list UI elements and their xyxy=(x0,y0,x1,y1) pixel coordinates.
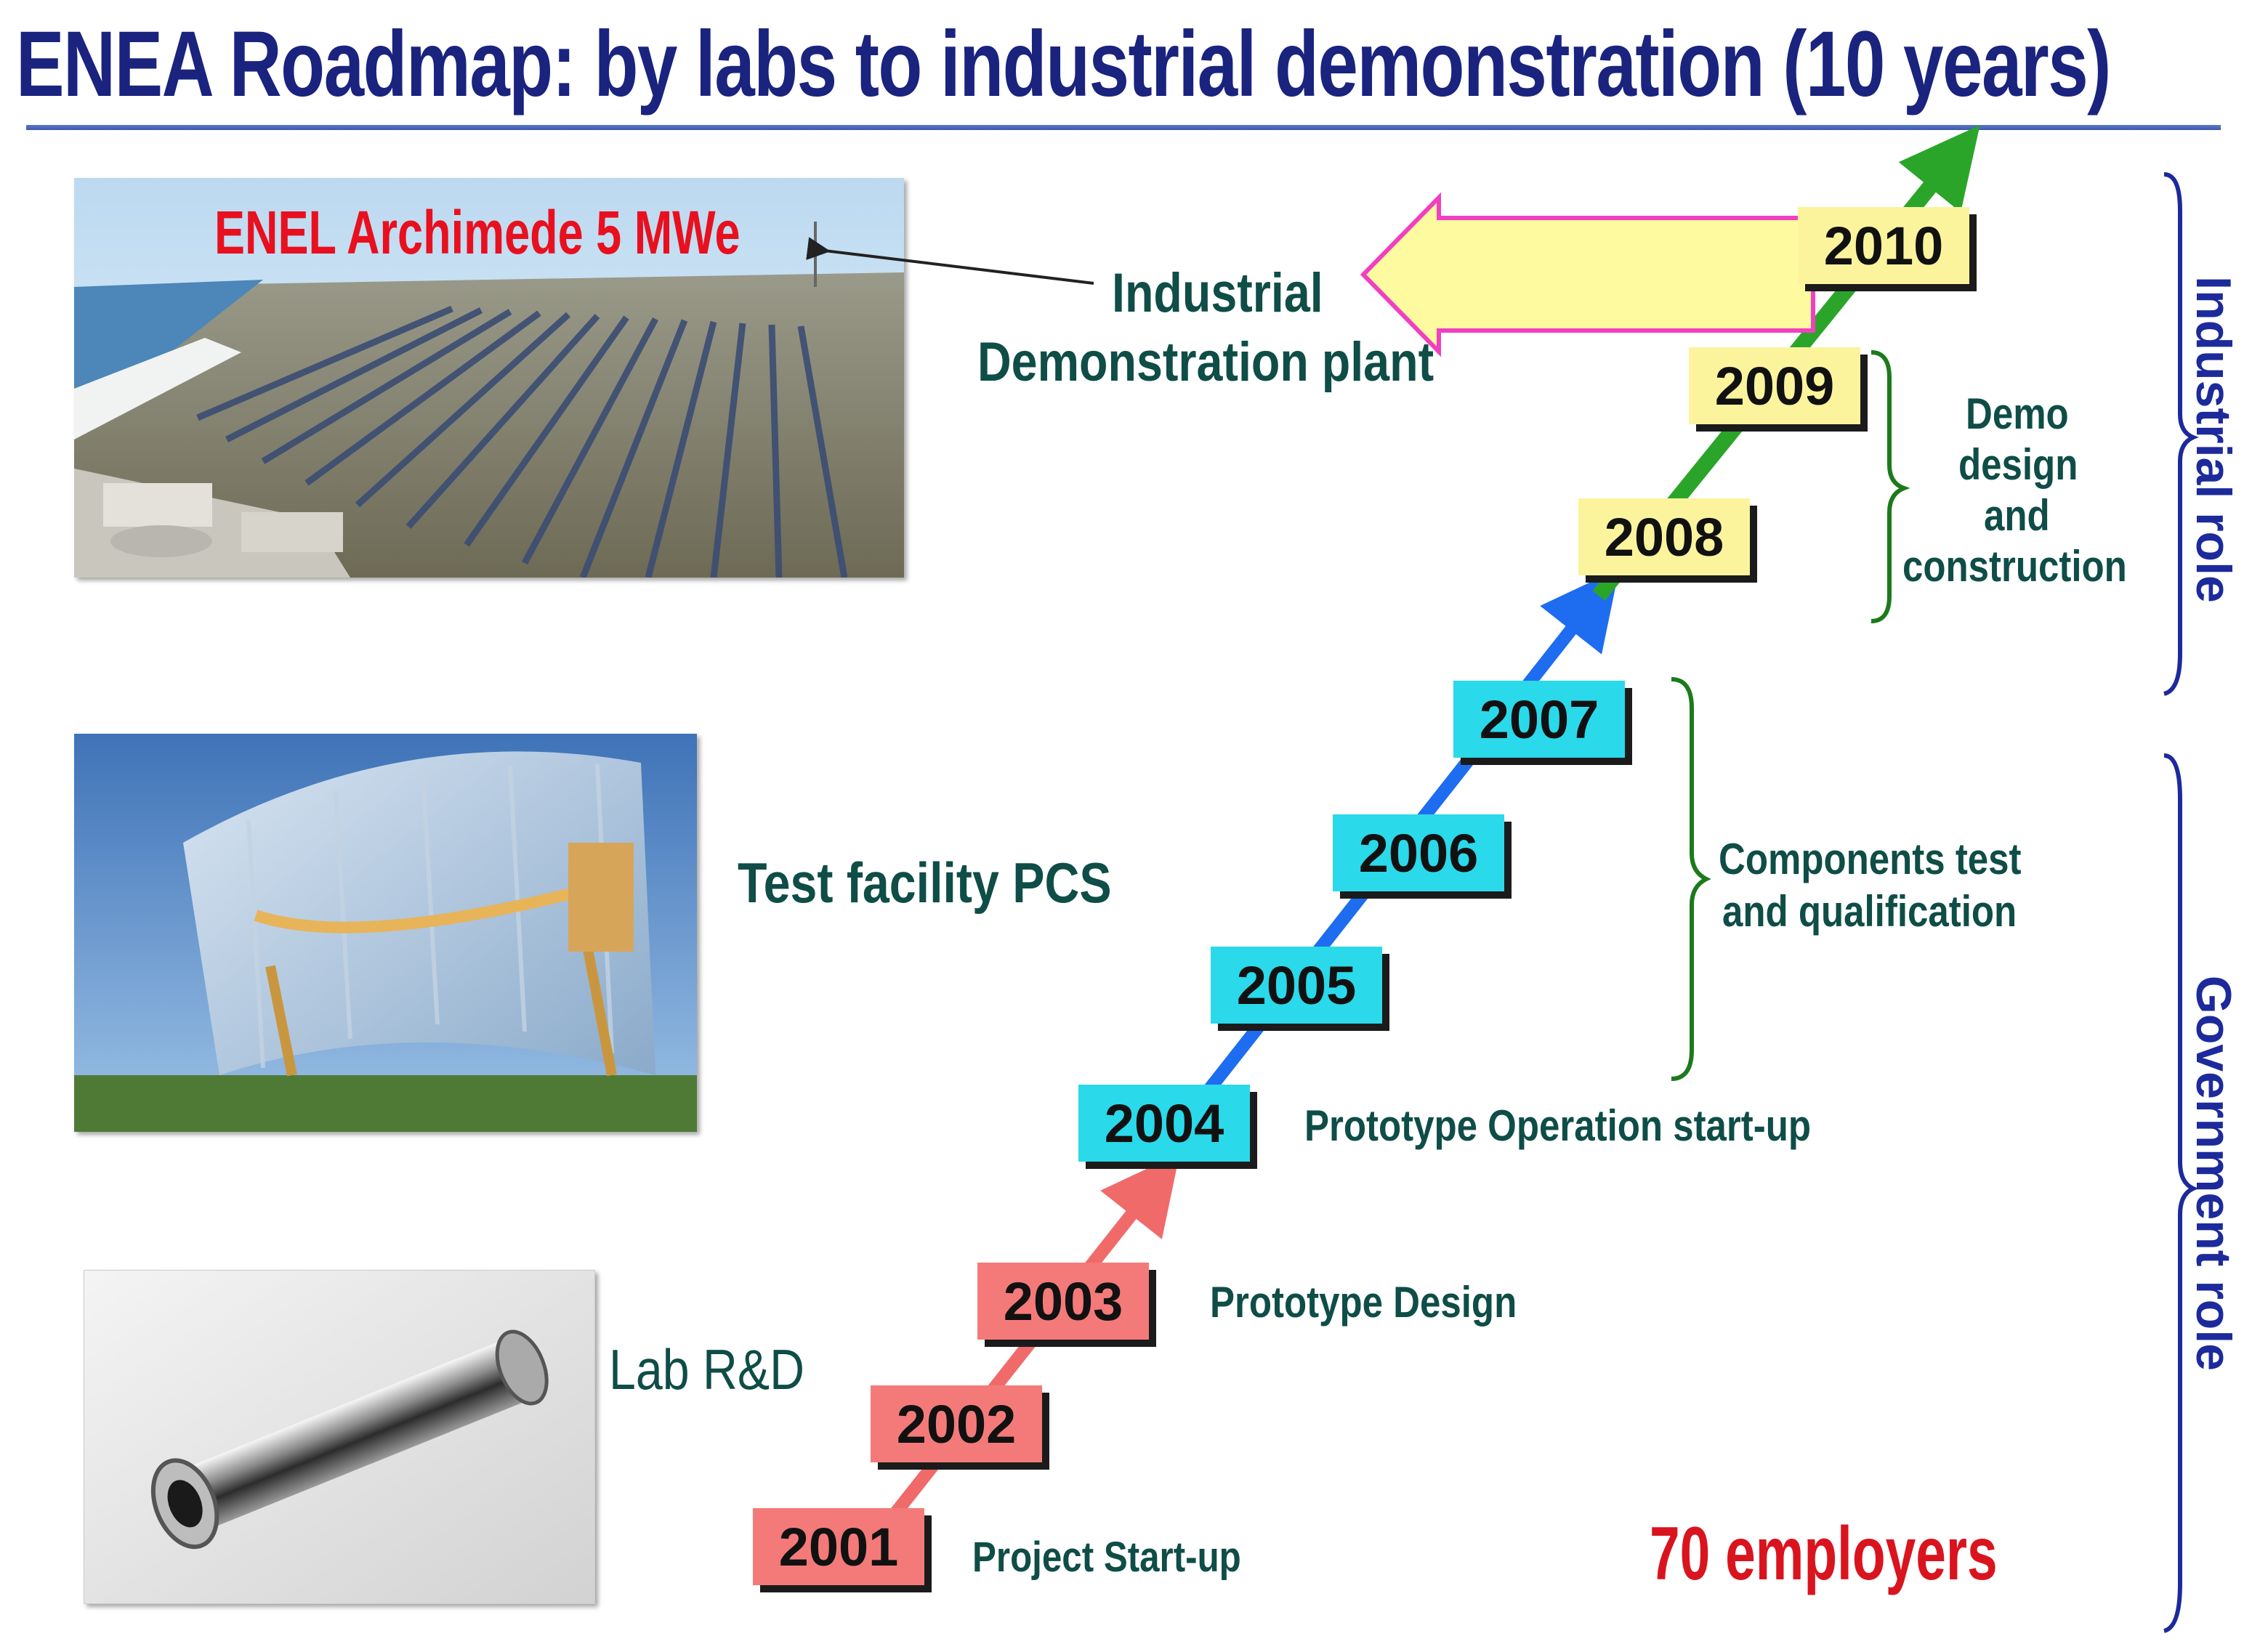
year-box-2004: 2004 xyxy=(1078,1085,1250,1162)
title-underline xyxy=(26,125,2221,130)
industrial-demo-label-line2: Demonstration plant xyxy=(977,331,1434,393)
year-box-2002: 2002 xyxy=(871,1385,1042,1462)
arrow-lab-phase xyxy=(863,1153,1180,1552)
year-box-2001: 2001 xyxy=(753,1508,924,1585)
plant-photo-caption: ENEL Archimede 5 MWe xyxy=(214,198,740,267)
government-role-label: Government role xyxy=(2186,975,2241,1372)
demo-label-line3: and xyxy=(1984,491,2050,540)
demo-brace xyxy=(1871,350,1910,623)
year-box-2010: 2010 xyxy=(1798,207,1969,284)
prototype-design-label: Prototype Design xyxy=(1210,1278,1517,1327)
receiver-tube-photo xyxy=(84,1270,595,1604)
employees-count: 70 employers xyxy=(1650,1512,1998,1596)
project-startup-label: Project Start-up xyxy=(972,1534,1241,1581)
industrial-role-label: Industrial role xyxy=(2186,276,2241,603)
industrial-demo-label-line1: Industrial xyxy=(1112,262,1323,324)
components-label-line2: and qualification xyxy=(1722,887,2017,936)
pointer-line xyxy=(806,237,1094,285)
year-box-2008: 2008 xyxy=(1578,498,1750,575)
year-box-2003: 2003 xyxy=(977,1263,1149,1340)
components-brace xyxy=(1671,677,1711,1081)
demo-label-line1: Demo xyxy=(1966,389,2069,438)
industrial-role-brace xyxy=(2163,172,2199,696)
components-label-line1: Components test xyxy=(1719,835,2022,883)
government-role-brace xyxy=(2163,753,2199,1633)
industrial-demo-arrow xyxy=(1360,192,1815,357)
test-facility-label: Test facility PCS xyxy=(738,851,1112,915)
plant-photo xyxy=(74,178,904,578)
demo-label-line2: design xyxy=(1958,440,2078,489)
year-box-2009: 2009 xyxy=(1689,347,1860,424)
test-facility-photo xyxy=(74,734,697,1132)
demo-label-line4: construction xyxy=(1902,542,2127,591)
year-box-2007: 2007 xyxy=(1453,681,1625,758)
prototype-operation-label: Prototype Operation start-up xyxy=(1304,1101,1812,1150)
year-box-2005: 2005 xyxy=(1211,947,1382,1024)
year-box-2006: 2006 xyxy=(1333,814,1504,891)
lab-rd-label: Lab R&D xyxy=(609,1337,805,1401)
